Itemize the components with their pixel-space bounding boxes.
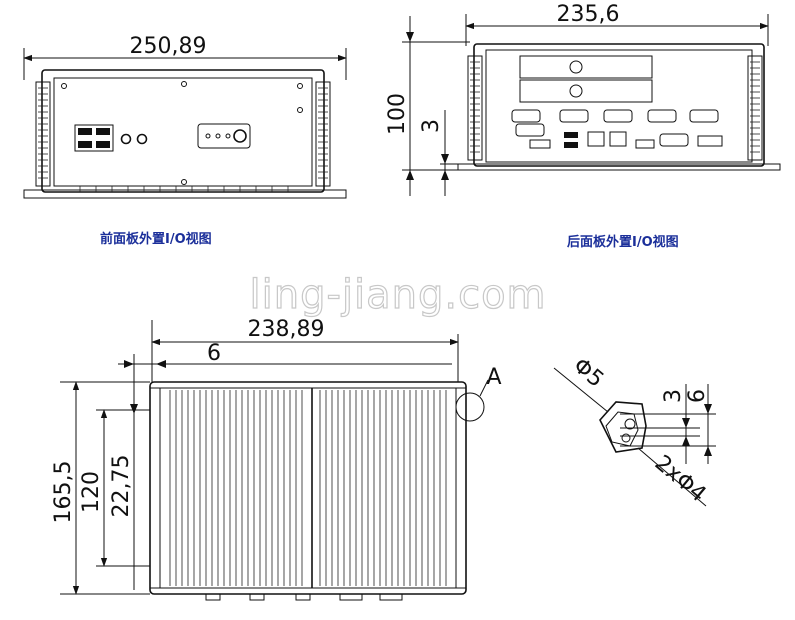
rear-lower-connectors (529, 131, 723, 149)
rear-chassis-outline (473, 43, 765, 167)
front-panel-face (53, 77, 313, 187)
detail-a-bracket (599, 401, 647, 453)
top-inset-label: 6 (207, 341, 221, 366)
rear-width-label: 235,6 (557, 2, 620, 27)
mounting-hole-icon (624, 418, 636, 430)
detail-dim-3-label: 3 (661, 389, 686, 403)
watermark-text: ling-jiang.com (249, 272, 546, 318)
screw-icon (61, 83, 67, 89)
rear-base-plate (457, 163, 781, 171)
screw-icon (181, 81, 187, 87)
rear-right-fins (747, 55, 763, 161)
top-inner-label: 120 (79, 471, 104, 513)
top-heatsink-fins (169, 390, 447, 586)
left-side-rail (149, 387, 161, 589)
detail-a-callout-circle (455, 392, 485, 422)
screw-icon (181, 179, 187, 185)
detail-slot-label: 2xΦ4 (650, 451, 711, 508)
rear-panel-caption: 后面板外置I/O视图 (567, 234, 679, 250)
rear-offset-label: 3 (419, 119, 444, 133)
detail-dim-6-label: 6 (685, 389, 710, 403)
expansion-slots (519, 55, 653, 103)
front-bottom-vents (79, 186, 289, 192)
serial-ports (511, 109, 719, 147)
rear-panel-view: 235,6 100 3 (385, 2, 781, 196)
power-button-panel (197, 123, 251, 149)
top-view: 238,89 6 165,5 120 22,75 (51, 317, 502, 601)
front-left-fins (35, 81, 51, 187)
audio-jack-icon (120, 133, 132, 145)
rear-panel-face (485, 49, 753, 163)
detail-a-marker: A (486, 365, 501, 390)
screw-icon (297, 83, 303, 89)
top-depth-label: 165,5 (51, 461, 76, 524)
rear-left-fins (467, 55, 483, 161)
detail-diameter-label: Φ5 (568, 353, 608, 392)
front-base-plate (23, 189, 347, 199)
audio-jack-icon (136, 133, 148, 145)
front-panel-view: 250,89 (23, 34, 347, 199)
front-panel-caption: 前面板外置I/O视图 (100, 231, 212, 247)
front-width-label: 250,89 (130, 34, 207, 59)
mounting-hole-icon (621, 433, 631, 443)
top-bottom-connectors (205, 593, 403, 601)
rear-height-label: 100 (385, 93, 410, 135)
front-right-fins (315, 81, 331, 187)
top-heatsink-area (159, 387, 457, 589)
detail-a-view: 3 6 Φ5 2xΦ4 (553, 353, 716, 508)
top-width-label: 238,89 (248, 317, 325, 342)
top-hole-label: 22,75 (109, 455, 134, 518)
front-usb-ports (74, 124, 114, 152)
top-chassis-outline (149, 381, 467, 595)
right-side-rail (455, 387, 467, 589)
screw-icon (297, 107, 303, 113)
front-chassis-outline (41, 69, 325, 193)
